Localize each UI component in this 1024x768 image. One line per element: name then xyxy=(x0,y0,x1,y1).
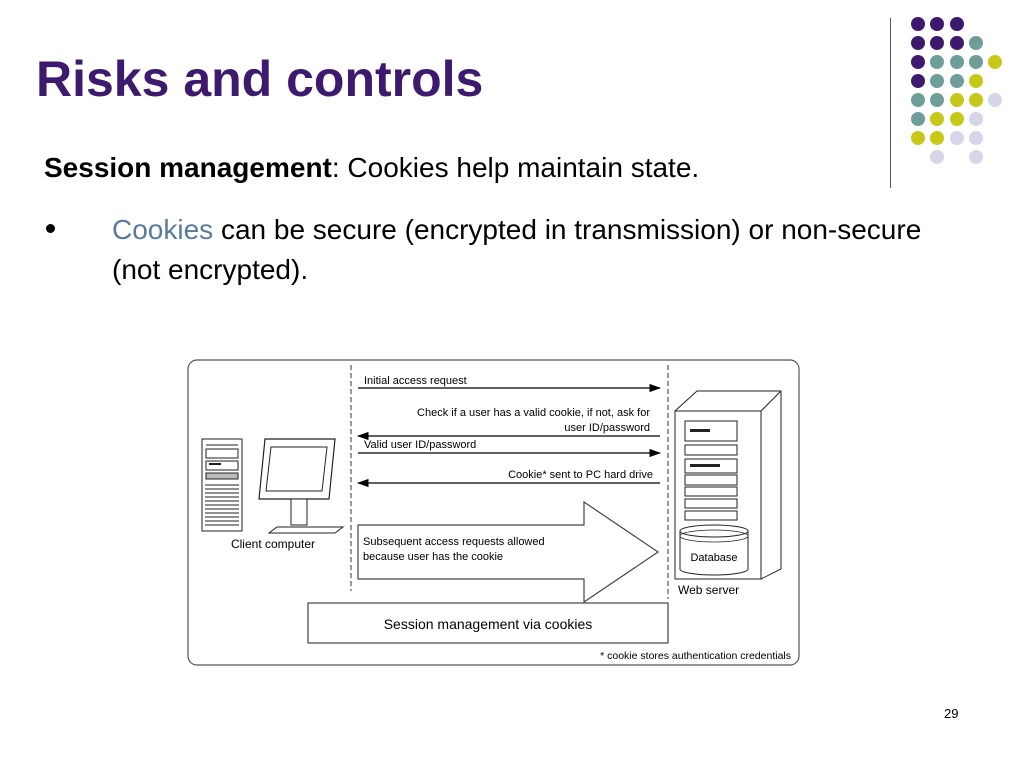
decor-dot xyxy=(969,93,983,107)
subsequent-access-label-1: Subsequent access requests allowed xyxy=(363,536,545,548)
database-label: Database xyxy=(690,552,737,564)
page-number: 29 xyxy=(944,706,959,721)
decor-dot xyxy=(930,112,944,126)
cookie-sent-label: Cookie* sent to PC hard drive xyxy=(508,469,653,481)
decor-dot xyxy=(969,131,983,145)
session-management-label: Session management via cookies xyxy=(384,616,593,632)
bullet-item-text: can be secure (encrypted in transmission… xyxy=(112,214,922,285)
session-management-box xyxy=(307,602,669,644)
decor-dot xyxy=(911,55,925,69)
decor-dot xyxy=(930,93,944,107)
heading-bold: Session management xyxy=(44,152,332,183)
bullet-icon xyxy=(46,224,55,233)
client-computer-label: Client computer xyxy=(231,537,315,551)
valid-credentials-label: Valid user ID/password xyxy=(364,439,476,451)
client-monitor-icon xyxy=(258,438,345,534)
initial-access-label: Initial access request xyxy=(364,375,467,387)
decor-dot xyxy=(950,36,964,50)
check-cookie-label: Check if a user has a valid cookie, if n… xyxy=(417,407,650,419)
decor-dot xyxy=(911,93,925,107)
decor-dot xyxy=(950,55,964,69)
decor-dot xyxy=(969,150,983,164)
decor-dot xyxy=(911,131,925,145)
decor-dot xyxy=(988,93,1002,107)
title-divider xyxy=(890,18,891,188)
decor-dot xyxy=(911,74,925,88)
subsequent-access-block-arrow xyxy=(357,500,660,604)
bullet-item: Cookies can be secure (encrypted in tran… xyxy=(112,210,972,290)
client-tower-icon xyxy=(201,438,243,532)
database-icon xyxy=(679,524,749,576)
slide-title: Risks and controls xyxy=(36,51,484,107)
decor-dot xyxy=(930,55,944,69)
web-server-label: Web server xyxy=(678,583,739,597)
decor-dot xyxy=(911,36,925,50)
session-management-heading: Session management: Cookies help maintai… xyxy=(44,152,699,184)
decor-dot xyxy=(969,74,983,88)
cookies-link[interactable]: Cookies xyxy=(112,214,214,245)
decor-dot xyxy=(950,131,964,145)
decor-dot xyxy=(950,93,964,107)
decor-dot xyxy=(969,55,983,69)
check-cookie-label-2: user ID/password xyxy=(564,422,650,434)
decor-dot xyxy=(911,17,925,31)
subsequent-access-label-2: because user has the cookie xyxy=(363,551,503,563)
heading-rest: : Cookies help maintain state. xyxy=(331,152,700,183)
decor-dot xyxy=(950,74,964,88)
decor-dot xyxy=(969,36,983,50)
decor-dot xyxy=(950,112,964,126)
cookie-session-diagram: Initial access request Check if a user h… xyxy=(187,359,800,666)
decor-dot xyxy=(930,150,944,164)
decor-dot xyxy=(930,17,944,31)
decor-dot xyxy=(950,17,964,31)
decor-dot xyxy=(930,131,944,145)
decor-dot xyxy=(930,36,944,50)
cookie-footnote: * cookie stores authentication credentia… xyxy=(600,650,791,662)
decor-dot xyxy=(911,112,925,126)
decor-dot xyxy=(969,112,983,126)
decor-dot xyxy=(930,74,944,88)
decor-dot xyxy=(988,55,1002,69)
